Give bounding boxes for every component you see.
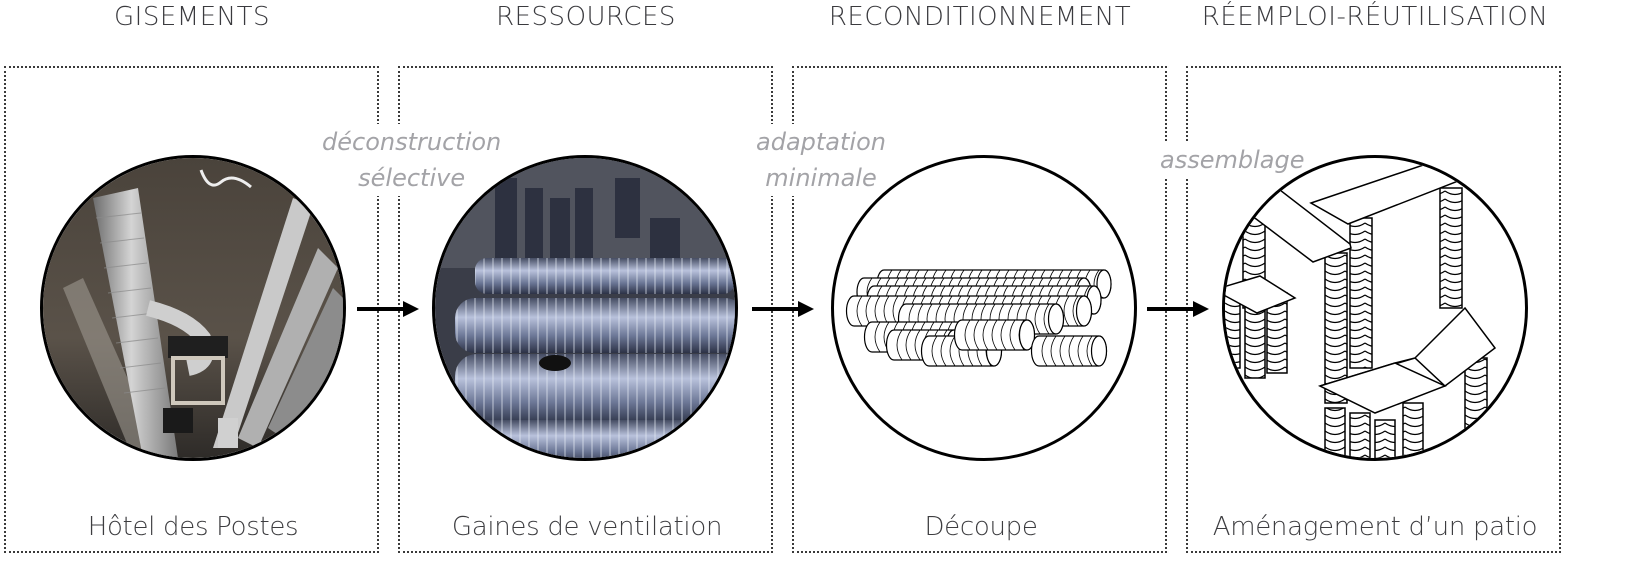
arrow-icon bbox=[752, 301, 814, 317]
stage-caption-reemploi: Aménagement d’un patio bbox=[1212, 512, 1538, 542]
transition-label-adaptation: adaptation minimale bbox=[752, 124, 890, 196]
duct-segment bbox=[953, 319, 1036, 351]
stage-caption-ressources: Gaines de ventilation bbox=[451, 512, 723, 542]
transition-label-deconstruction: déconstruction sélective bbox=[318, 124, 506, 196]
patio-furniture-drawing bbox=[1222, 155, 1528, 461]
transition-line: assemblage bbox=[1160, 146, 1305, 174]
duct-segment bbox=[1030, 335, 1108, 367]
transition-line: sélective bbox=[358, 164, 466, 192]
stage-caption-gisements: Hôtel des Postes bbox=[87, 512, 299, 542]
transition-line: minimale bbox=[765, 164, 877, 192]
stage-heading-gisements: GISEMENTS bbox=[114, 2, 270, 32]
stacked-ducts-photo bbox=[432, 155, 738, 461]
arrow-icon bbox=[1147, 301, 1209, 317]
transition-label-assemblage: assemblage bbox=[1156, 142, 1309, 178]
stage-heading-ressources: RESSOURCES bbox=[496, 2, 676, 32]
stage-heading-reconditionnement: RECONDITIONNEMENT bbox=[828, 2, 1132, 32]
cut-duct-segments-drawing bbox=[831, 155, 1137, 461]
stage-caption-reconditionnement: Découpe bbox=[924, 512, 1038, 542]
transition-line: adaptation bbox=[756, 128, 886, 156]
ceiling-ducts-photo bbox=[40, 155, 346, 461]
transition-line: déconstruction bbox=[322, 128, 502, 156]
arrow-icon bbox=[357, 301, 419, 317]
stage-heading-reemploi: RÉEMPLOI-RÉUTILISATION bbox=[1201, 2, 1549, 32]
